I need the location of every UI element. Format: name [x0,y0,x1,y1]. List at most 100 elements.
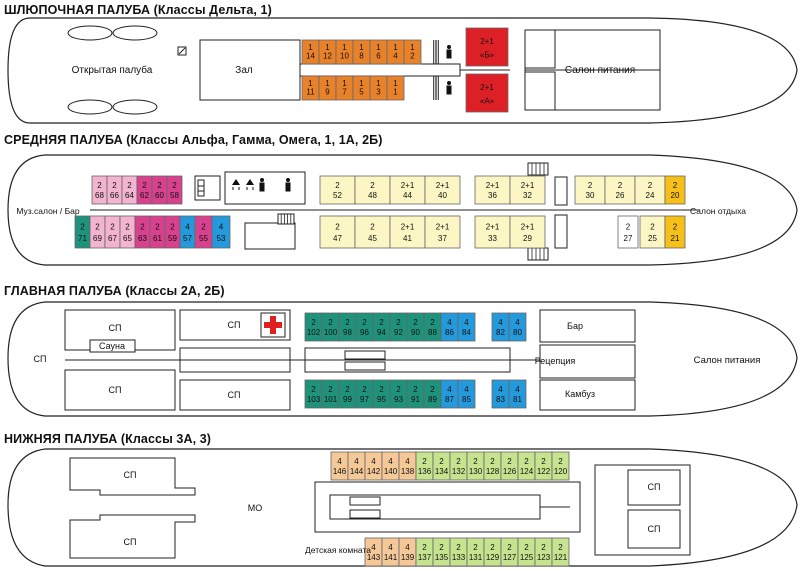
cabin-4[interactable]: 14 [386,39,405,65]
cabin-60[interactable]: 260 [151,175,168,205]
cabin-12[interactable]: 112 [318,39,337,65]
cabin-26[interactable]: 226 [604,175,636,205]
cabin-33[interactable]: 2+133 [474,215,511,249]
cabin-65[interactable]: 265 [119,215,136,249]
cabin-81[interactable]: 481 [508,379,527,409]
cabin-45[interactable]: 245 [354,215,391,249]
cabin-84[interactable]: 484 [457,312,476,342]
cabin-37[interactable]: 2+137 [424,215,461,249]
cabin-6[interactable]: 16 [369,39,388,65]
cabin-10[interactable]: 110 [335,39,354,65]
cabin-64[interactable]: 264 [121,175,138,205]
cabin-96[interactable]: 296 [355,312,374,342]
cabin-25[interactable]: 225 [639,215,666,249]
cabin-53[interactable]: 453 [211,215,231,249]
cabin-2[interactable]: 12 [403,39,422,65]
cabin-90[interactable]: 290 [406,312,425,342]
cabin-85[interactable]: 485 [457,379,476,409]
cabin-89[interactable]: 289 [423,379,442,409]
cabin-47[interactable]: 247 [319,215,356,249]
cabin-27[interactable]: 227 [617,215,639,249]
cabin-97[interactable]: 297 [355,379,374,409]
cabin-5[interactable]: 15 [352,75,371,101]
cabin-62[interactable]: 262 [136,175,153,205]
cabin-24[interactable]: 224 [634,175,666,205]
cabin-«Б»[interactable]: 2+1«Б» [465,27,509,67]
cabin-20[interactable]: 220 [664,175,686,205]
cabin-7[interactable]: 17 [335,75,354,101]
cabin-94[interactable]: 294 [372,312,391,342]
cabin-9[interactable]: 19 [318,75,337,101]
cabin-40[interactable]: 2+140 [424,175,461,205]
cabin-87[interactable]: 487 [440,379,459,409]
cabin-8[interactable]: 18 [352,39,371,65]
cabin-80[interactable]: 480 [508,312,527,342]
cabin-71[interactable]: 271 [74,215,91,249]
cabin-93[interactable]: 293 [389,379,408,409]
cabin-57[interactable]: 457 [179,215,196,249]
cabin-29[interactable]: 2+129 [509,215,546,249]
cabin-63[interactable]: 263 [134,215,151,249]
cabin-14[interactable]: 114 [301,39,320,65]
cabin-58[interactable]: 258 [166,175,183,205]
cabin-91[interactable]: 291 [406,379,425,409]
cabin-67[interactable]: 267 [104,215,121,249]
cabin-48[interactable]: 248 [354,175,391,205]
cabin-83[interactable]: 483 [491,379,510,409]
cabin-41[interactable]: 2+141 [389,215,426,249]
cabin-44[interactable]: 2+144 [389,175,426,205]
cabin-32[interactable]: 2+132 [509,175,546,205]
cabin-1[interactable]: 11 [386,75,405,101]
cabin-92[interactable]: 292 [389,312,408,342]
cabin-68[interactable]: 268 [91,175,108,205]
cabin-36[interactable]: 2+136 [474,175,511,205]
cabin-52[interactable]: 252 [319,175,356,205]
cabin-88[interactable]: 288 [423,312,442,342]
cabin-55[interactable]: 255 [194,215,213,249]
cabin-66[interactable]: 266 [106,175,123,205]
cabin-69[interactable]: 269 [89,215,106,249]
cabin-30[interactable]: 230 [574,175,606,205]
cabin-21[interactable]: 221 [664,215,686,249]
cabin-98[interactable]: 298 [338,312,357,342]
cabin-86[interactable]: 486 [440,312,459,342]
cabin-59[interactable]: 259 [164,215,181,249]
cabin-«А»[interactable]: 2+1«А» [465,73,509,113]
cabin-11[interactable]: 111 [301,75,320,101]
cabin-95[interactable]: 295 [372,379,391,409]
cabin-99[interactable]: 299 [338,379,357,409]
cabin-82[interactable]: 482 [491,312,510,342]
cabin-61[interactable]: 261 [149,215,166,249]
cabin-3[interactable]: 13 [369,75,388,101]
